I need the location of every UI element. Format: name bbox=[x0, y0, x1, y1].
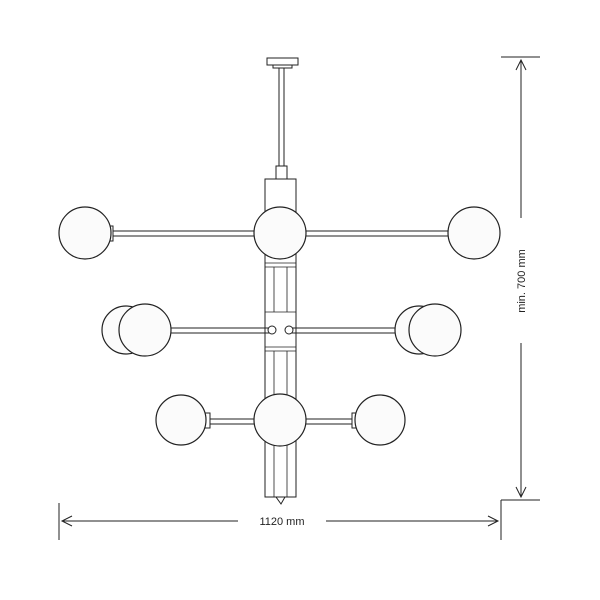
globe-top-left bbox=[58, 206, 112, 260]
width-label: 1120 mm bbox=[259, 516, 304, 528]
height-dimension: min. 700 mm bbox=[500, 56, 540, 503]
lower-arm bbox=[155, 393, 406, 447]
globe-bottom-center bbox=[253, 393, 307, 447]
globe-middle-right-front bbox=[408, 303, 462, 357]
globe-top-right bbox=[447, 206, 501, 260]
globe-top-center bbox=[253, 206, 307, 260]
middle-arm bbox=[101, 303, 462, 357]
ceiling-mount bbox=[266, 57, 299, 181]
upper-arm bbox=[58, 206, 501, 260]
globe-bottom-left bbox=[155, 394, 207, 446]
globe-middle-left-front bbox=[118, 303, 172, 357]
globe-bottom-right bbox=[354, 394, 406, 446]
height-label: min. 700 mm bbox=[516, 249, 528, 313]
width-dimension: 1120 mm bbox=[58, 503, 502, 540]
